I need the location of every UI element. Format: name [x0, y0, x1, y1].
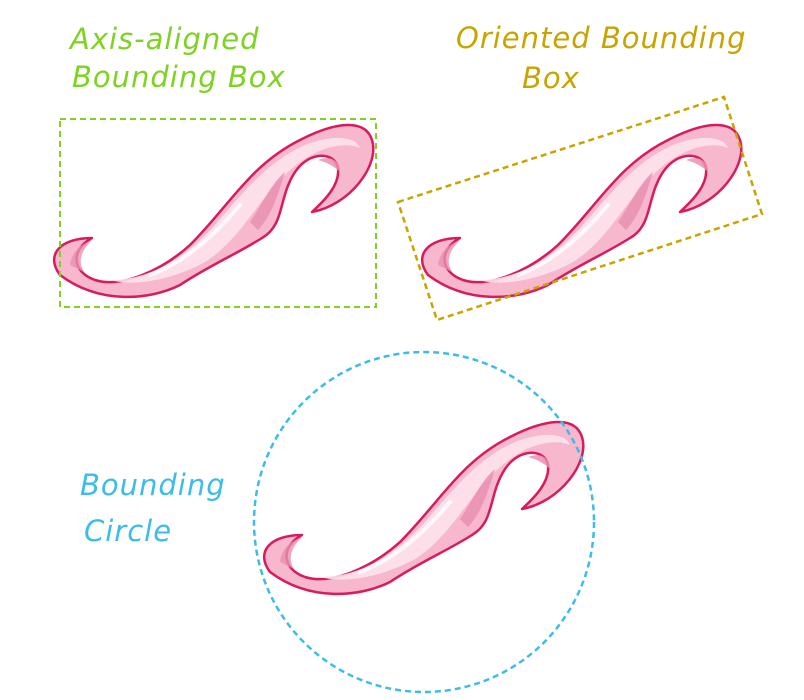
oriented-bounding-box	[396, 95, 764, 322]
aabb-label-line1: Axis-aligned	[70, 22, 260, 56]
aabb-shape-swirl-icon	[52, 122, 376, 299]
obb-label-line2: Box	[522, 61, 580, 95]
circle-shape-swirl-icon	[262, 419, 586, 596]
obb-label: Oriented Bounding Box	[456, 18, 747, 98]
circle-label-line1: Bounding	[80, 468, 226, 502]
aabb-label-line2: Bounding Box	[72, 60, 286, 94]
obb-example	[396, 95, 764, 322]
circle-example	[252, 350, 596, 694]
bounding-circle	[252, 350, 596, 694]
circle-label-line2: Circle	[84, 514, 173, 548]
obb-label-line1: Oriented Bounding	[456, 21, 747, 55]
aabb-label: Axis-aligned Bounding Box	[70, 20, 286, 96]
circle-label: Bounding Circle	[80, 462, 226, 554]
aabb-example	[52, 118, 377, 308]
obb-shape-swirl-icon	[420, 122, 744, 299]
axis-aligned-bounding-box	[59, 118, 377, 308]
